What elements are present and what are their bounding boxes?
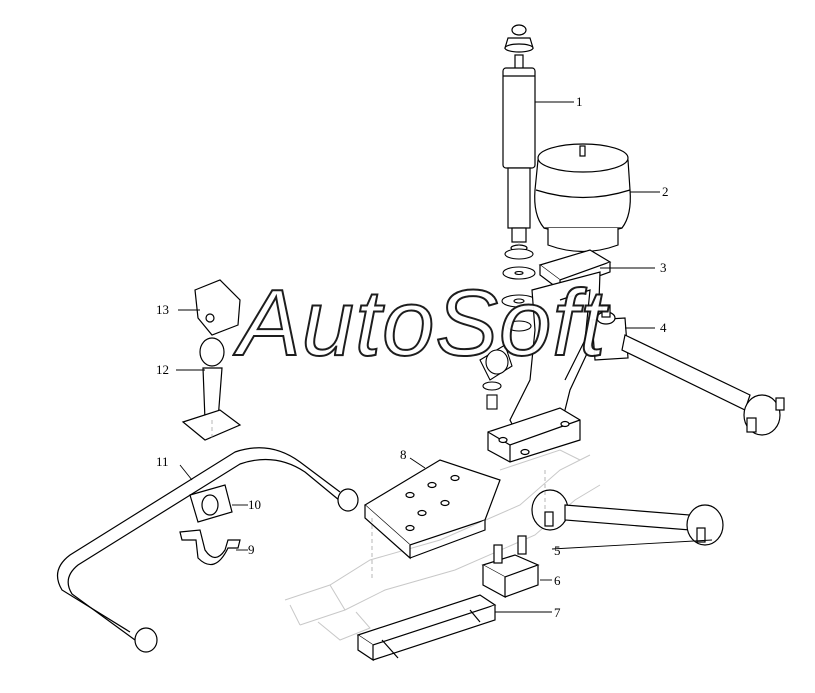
callout-10: 10 — [248, 497, 261, 512]
callout-4: 4 — [660, 320, 667, 335]
leader-lines — [176, 101, 713, 613]
stabilizer-bar — [56, 447, 359, 653]
callout-3: 3 — [660, 260, 667, 275]
washer-stack — [479, 248, 537, 410]
upper-bracket — [194, 279, 241, 336]
shock-absorber — [502, 24, 536, 252]
callout-12: 12 — [156, 362, 169, 377]
watermark-text: AutoSoft — [237, 270, 607, 375]
callout-2: 2 — [662, 184, 669, 199]
callout-1: 1 — [576, 94, 583, 109]
lower-plate — [356, 594, 497, 662]
construction-lines — [211, 242, 546, 580]
callout-6: 6 — [554, 573, 561, 588]
mounting-plate — [363, 459, 501, 560]
callout-5: 5 — [554, 543, 561, 558]
bushing — [189, 484, 233, 523]
upper-torque-rod — [591, 304, 785, 436]
callout-7: 7 — [554, 605, 561, 620]
frame-rail — [284, 449, 601, 641]
clamp — [179, 529, 241, 566]
support-bracket — [487, 249, 612, 463]
callout-9: 9 — [248, 542, 255, 557]
callout-13: 13 — [156, 302, 169, 317]
spacer-block — [481, 535, 540, 599]
lower-torque-rod — [531, 489, 724, 546]
callout-11: 11 — [156, 454, 169, 469]
callout-8: 8 — [400, 447, 407, 462]
air-spring — [534, 143, 631, 253]
stabilizer-link — [181, 337, 242, 441]
